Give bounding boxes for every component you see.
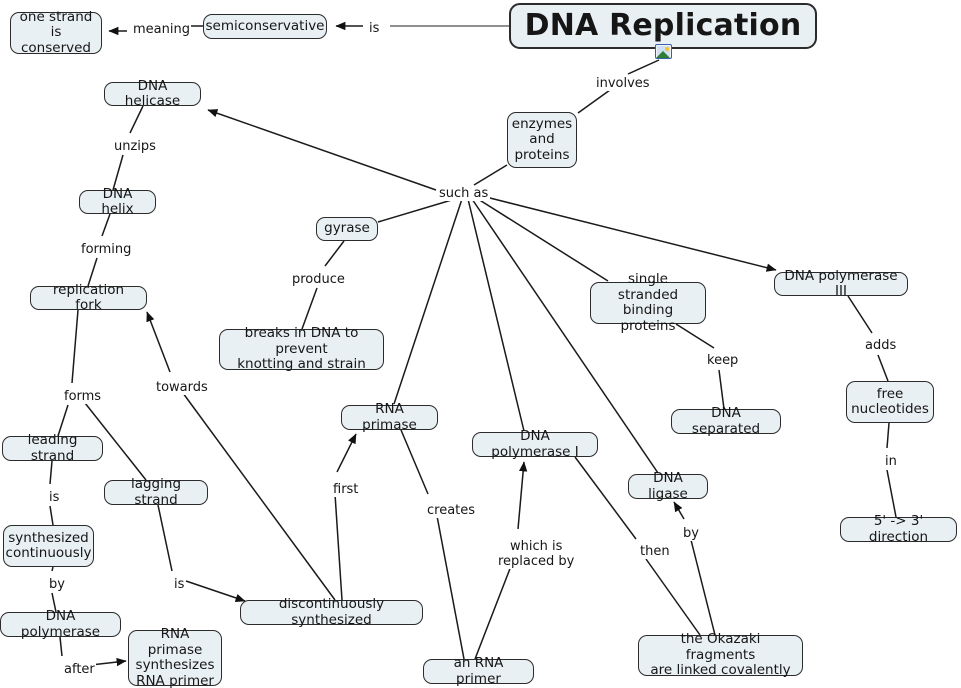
edge-lagging-is (157, 504, 173, 572)
link-label-is-title: is (368, 21, 381, 36)
link-label-first: first (332, 482, 360, 497)
edge-whichis-poly1 (517, 461, 528, 530)
link-label-produce: produce (291, 272, 346, 287)
node-gyrase[interactable]: gyrase (316, 217, 378, 241)
edge-produce-breaks (301, 287, 318, 330)
node-dna-helicase[interactable]: DNA helicase (104, 78, 201, 109)
node-semiconservative[interactable]: semiconservative (203, 14, 327, 39)
edge-hub-ssbp (477, 198, 609, 282)
edge-freenuc-in (886, 422, 890, 449)
edge-gyrase-produce (324, 240, 345, 267)
link-label-creates: creates (426, 503, 477, 518)
node-dna-polymerase-iii[interactable]: DNA polymerase III (774, 268, 908, 299)
link-label-towards: towards (155, 380, 209, 395)
node-dna-ligase[interactable]: DNA ligase (628, 470, 708, 501)
link-label-is-lagging: is (173, 577, 186, 592)
link-label-forms: forms (63, 389, 103, 404)
node-one-strand-is-conserved[interactable]: one strand is conserved (10, 9, 102, 56)
edge-helicase-unzips (129, 105, 144, 134)
link-label-by-ligase: by (682, 526, 700, 541)
node-synthesized-continuously[interactable]: synthesized continuously (3, 525, 94, 567)
edge-in-direction (886, 469, 897, 518)
node-discontinuously-synthesized[interactable]: discontinuously synthesized (240, 596, 423, 627)
node-replication-fork[interactable]: replication fork (30, 282, 147, 313)
node-enzymes-and-proteins[interactable]: enzymes and proteins (507, 112, 577, 168)
edge-synthcont-by (51, 566, 54, 572)
link-label-then: then (639, 544, 671, 559)
edge-hub-gyrase (377, 198, 456, 223)
node-leading-strand[interactable]: leading strand (2, 432, 103, 463)
link-label-in: in (884, 454, 898, 469)
edge-is-synthcont (49, 505, 54, 526)
edge-leading-is (49, 460, 53, 485)
hub-label-such-as: such as (437, 186, 491, 201)
image-icon-sun (665, 47, 669, 51)
link-label-forming: forming (80, 242, 133, 257)
edge-discont-first (334, 493, 343, 601)
node-breaks-in-dna[interactable]: breaks in DNA to prevent knotting and st… (219, 326, 384, 372)
edge-rnaprimer-whichis (474, 565, 512, 660)
edge-enzymes-hub (473, 164, 508, 186)
image-icon[interactable] (655, 44, 672, 59)
edge-poly1-then (574, 456, 637, 540)
node-rna-primase[interactable]: RNA primase (341, 401, 438, 432)
link-label-is-leading: is (48, 490, 61, 505)
node-rna-primase-synthesizes-rna-primer[interactable]: RNA primase synthesizes RNA primer (128, 626, 222, 688)
node-dna-helix[interactable]: DNA helix (79, 186, 156, 217)
node-an-rna-primer[interactable]: an RNA primer (423, 655, 534, 686)
link-label-by-synthesized: by (48, 577, 66, 592)
link-label-which-is-replaced-by: which is replaced by (497, 539, 576, 569)
link-label-unzips: unzips (113, 139, 157, 154)
edge-adds-freenuc (877, 354, 889, 382)
edge-unzips-helix (112, 154, 124, 191)
edge-by-ligase (673, 501, 685, 520)
node-lagging-strand[interactable]: lagging strand (104, 476, 208, 507)
node-free-nucleotides[interactable]: free nucleotides (846, 381, 934, 423)
node-dna-separated[interactable]: DNA separated (671, 405, 781, 436)
edge-hub-helicase (207, 109, 437, 191)
link-label-adds: adds (864, 338, 898, 353)
edge-then-okazaki (645, 558, 701, 636)
edge-hub-poly1 (467, 198, 525, 432)
image-icon-hill (656, 51, 670, 58)
node-five-to-three-direction[interactable]: 5' -> 3' direction (840, 513, 957, 544)
edge-hub-poly3 (481, 195, 777, 272)
node-dna-polymerase[interactable]: DNA polymerase (0, 608, 121, 639)
link-label-after: after (63, 662, 96, 677)
edge-repfork-forms (71, 309, 79, 384)
edge-okazaki-by (689, 535, 716, 636)
edge-is-discont (185, 580, 246, 602)
node-single-stranded-binding-proteins[interactable]: single stranded binding proteins (590, 271, 706, 333)
edge-first-primase (336, 433, 357, 473)
node-dna-polymerase-i[interactable]: DNA polymerase I (472, 428, 598, 459)
edge-poly3-adds (847, 295, 873, 334)
edge-creates-rnaprimer (436, 515, 465, 660)
edge-hub-primase (393, 198, 463, 405)
link-label-involves: involves (595, 76, 651, 91)
edge-involves-enzymes (577, 89, 611, 114)
node-dna-replication[interactable]: DNA Replication (509, 3, 817, 49)
node-okazaki-fragments[interactable]: the Okazaki fragments are linked covalen… (638, 632, 803, 678)
link-label-meaning: meaning (132, 22, 191, 37)
edge-primase-creates (400, 429, 429, 495)
edge-keep-separated (718, 369, 725, 410)
edge-title-involves (627, 59, 660, 75)
edge-towards-repfork (146, 311, 171, 373)
link-label-keep: keep (706, 353, 740, 368)
